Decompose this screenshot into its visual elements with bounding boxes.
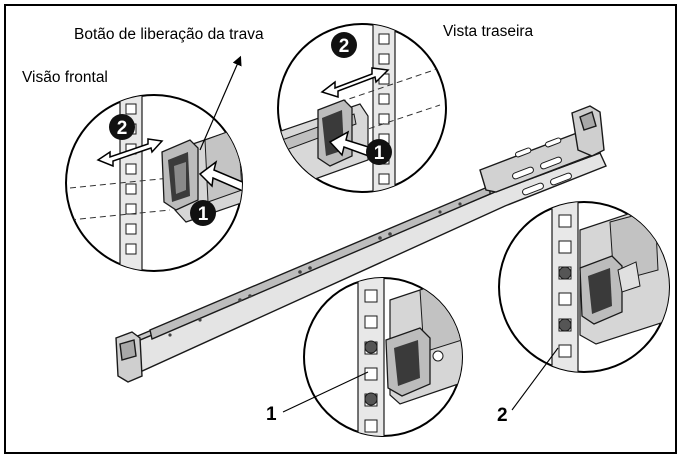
sliding-rail	[115, 105, 607, 383]
rear-view-label: Vista traseira	[443, 23, 534, 40]
release-button-label: Botão de liberação da trava	[74, 26, 264, 43]
step-2-text-front: 2	[117, 118, 128, 139]
callout-2: 2	[497, 405, 508, 426]
front-view-label: Visão frontal	[22, 69, 108, 86]
step-1-text-front: 1	[198, 204, 209, 225]
callout-2-leader	[511, 347, 559, 411]
detail-1	[282, 277, 463, 437]
rear-view-detail: 2 1	[277, 23, 447, 193]
rail-slots	[512, 137, 572, 196]
diagram-border	[4, 4, 677, 454]
step-1-badge-rear	[366, 139, 392, 165]
rail-inner-channel	[149, 184, 491, 340]
callout-1-leader	[282, 371, 369, 413]
detail-2	[498, 201, 670, 411]
rail-holes	[168, 202, 462, 337]
front-view-detail: 2 1	[65, 94, 243, 272]
step-1-text-rear: 1	[374, 143, 385, 164]
release-button-pointer	[199, 55, 242, 151]
rack-post-rear	[372, 24, 396, 192]
step-2-badge-rear	[331, 32, 357, 58]
callout-1: 1	[266, 404, 277, 425]
step-2-badge-front	[109, 114, 135, 140]
step-1-badge-front	[190, 200, 216, 226]
step-2-text-rear: 2	[339, 36, 350, 57]
